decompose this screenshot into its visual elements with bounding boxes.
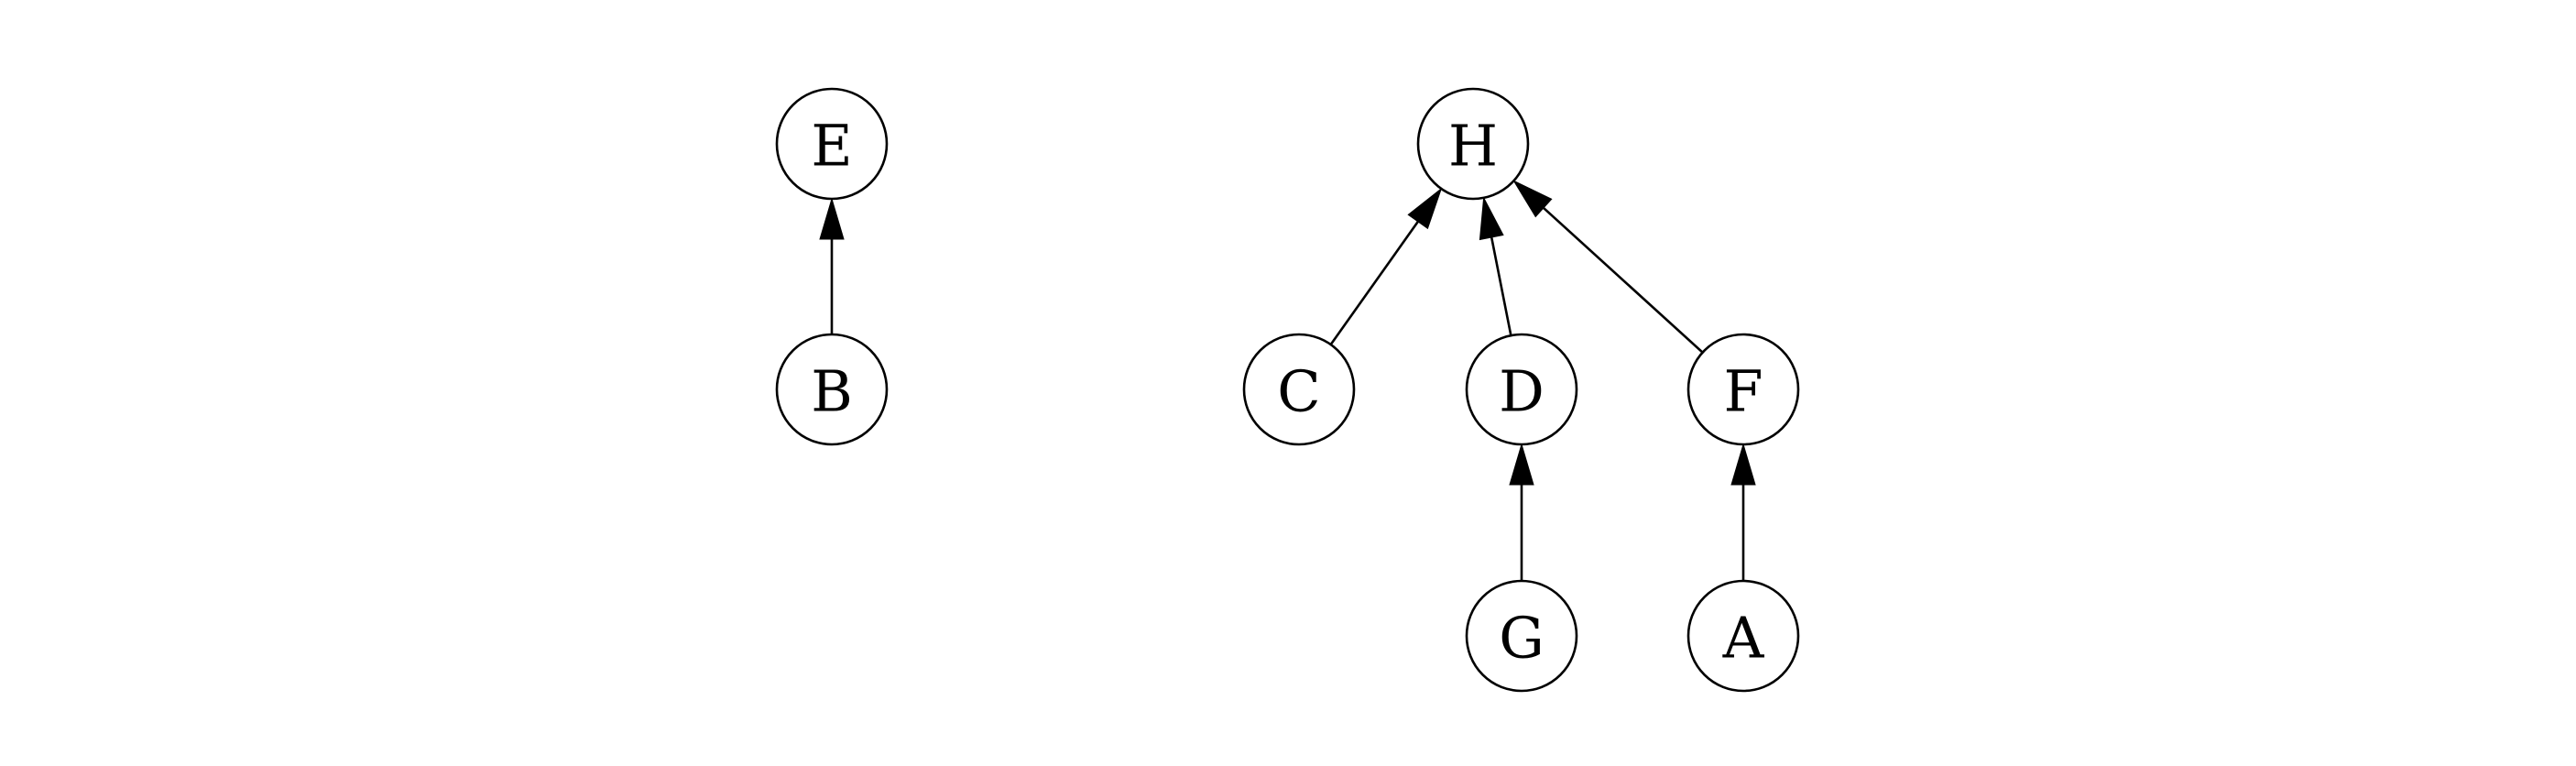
arrowhead (1512, 180, 1553, 218)
node-circle (775, 333, 889, 446)
node-circle (1416, 87, 1530, 201)
node-b: B (775, 333, 889, 446)
edge-line (1490, 236, 1512, 336)
node-h: H (1416, 87, 1530, 201)
node-circle (1465, 579, 1578, 693)
edge-c-to-h (1329, 187, 1443, 345)
node-label: E (811, 113, 852, 180)
node-f: F (1686, 333, 1800, 446)
node-circle (1686, 333, 1800, 446)
node-label: A (1722, 605, 1765, 672)
arrowhead (1730, 443, 1756, 486)
node-d: D (1465, 333, 1578, 446)
edge-d-to-h (1479, 196, 1512, 336)
node-circle (1686, 579, 1800, 693)
node-circle (775, 87, 889, 201)
node-circle (1465, 333, 1578, 446)
edge-f-to-h (1512, 180, 1704, 354)
arrowhead (819, 197, 845, 240)
node-a: A (1686, 579, 1800, 693)
arrowhead (1509, 443, 1534, 486)
node-label: B (811, 358, 853, 425)
edge-g-to-d (1509, 443, 1534, 581)
edge-a-to-f (1730, 443, 1756, 581)
node-c: C (1242, 333, 1356, 446)
nodes-layer: E B H C D F G A (775, 87, 1800, 693)
node-label: H (1448, 113, 1498, 180)
node-g: G (1465, 579, 1578, 693)
node-e: E (775, 87, 889, 201)
node-label: C (1277, 358, 1320, 425)
node-circle (1242, 333, 1356, 446)
node-label: F (1723, 358, 1763, 425)
arrowhead (1407, 187, 1443, 230)
edge-line (1543, 206, 1704, 354)
node-label: D (1499, 358, 1545, 425)
arrowhead (1479, 196, 1504, 241)
edges-layer (819, 180, 1756, 581)
edge-b-to-e (819, 197, 845, 334)
edge-line (1329, 221, 1419, 345)
node-label: G (1499, 605, 1545, 672)
